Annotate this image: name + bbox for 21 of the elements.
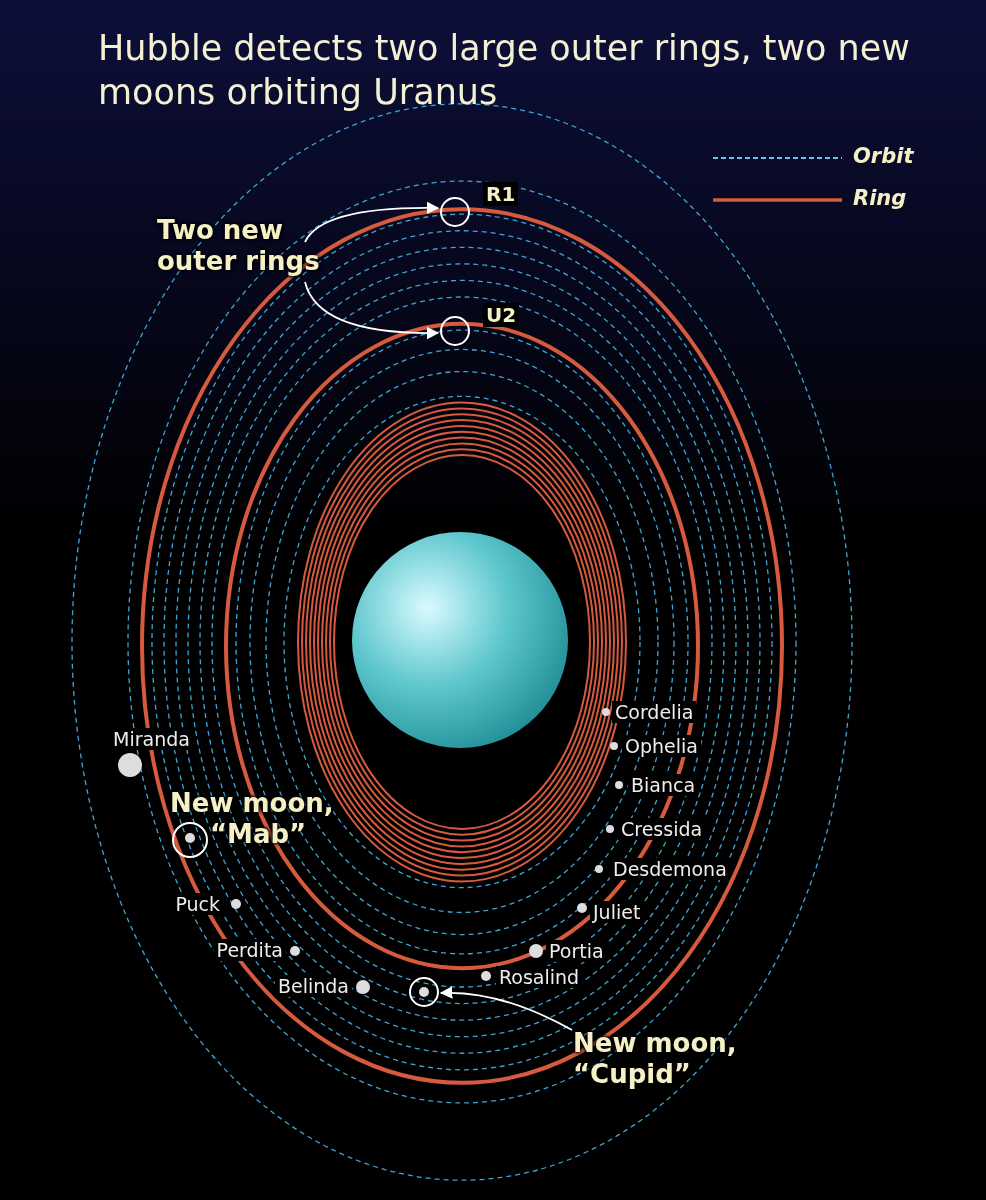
leader-arrow (304, 201, 440, 243)
legend-text: Ring (853, 186, 907, 210)
highlight-circle (172, 822, 208, 858)
highlight-circle (440, 197, 470, 227)
moon-name: Rosalind (496, 966, 583, 988)
highlight-circle (409, 977, 439, 1007)
moon-name: Ophelia (622, 735, 701, 757)
moon-name: Perdita (213, 939, 286, 961)
ring-label: R1 (483, 182, 519, 206)
moon-name: Cordelia (612, 701, 697, 723)
moon-name: Cressida (618, 818, 706, 840)
title: Hubble detects two large outer rings, two new moons orbiting Uranus (98, 27, 911, 114)
leader-arrow (439, 986, 573, 1031)
legend-text: Orbit (853, 144, 914, 168)
ring-label: U2 (483, 303, 520, 327)
leader-arrow (304, 281, 440, 340)
moon-name: Belinda (274, 975, 352, 997)
moon-name: Desdemona (610, 858, 730, 880)
moon-name: Portia (546, 940, 607, 962)
highlight-circle (440, 316, 470, 346)
moon-name: Juliet (590, 901, 644, 923)
